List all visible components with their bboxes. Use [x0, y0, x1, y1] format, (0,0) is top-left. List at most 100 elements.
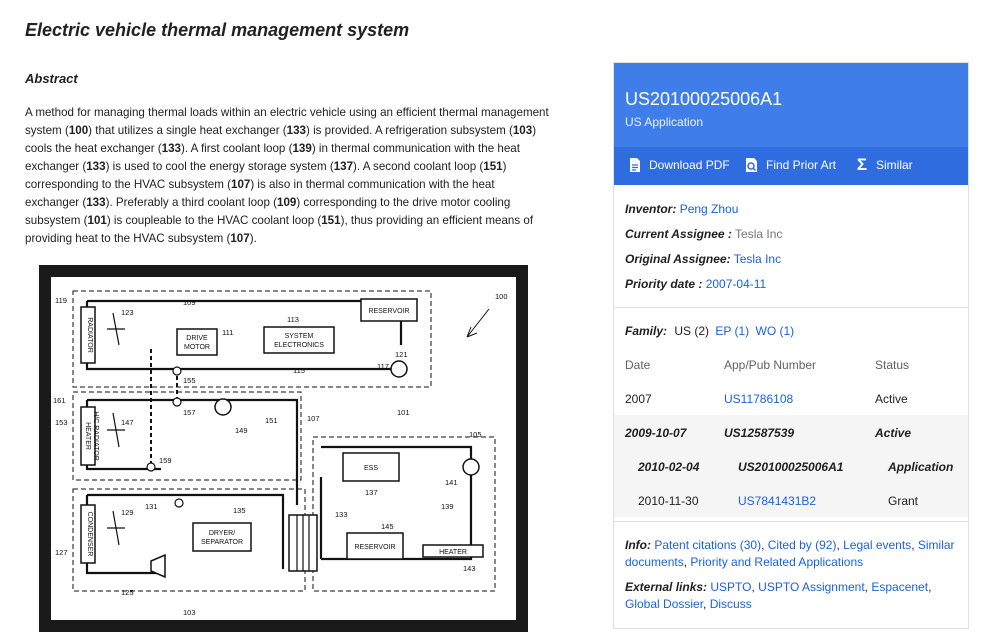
- page-title: Electric vehicle thermal management syst…: [25, 20, 410, 40]
- family-row: Family: US (2) EP (1) WO (1): [625, 323, 794, 339]
- row-number-link[interactable]: US11786108: [724, 392, 794, 406]
- priority-date-link[interactable]: 2007-04-11: [705, 277, 767, 291]
- discuss-link[interactable]: Discuss: [709, 597, 752, 611]
- abstract-ref-number: 151: [483, 160, 503, 173]
- drive-motor: [176, 328, 218, 356]
- patent-citations-link[interactable]: Patent citations (30): [654, 538, 762, 552]
- condenser: [80, 504, 96, 564]
- label-heater: HEATER: [84, 422, 91, 450]
- download-pdf-button[interactable]: Download PDF: [627, 157, 730, 173]
- subsystem-105-box: [312, 436, 496, 592]
- system-electronics: [263, 326, 335, 354]
- family-label: Family:: [625, 324, 668, 338]
- abstract-ref-number: 107: [230, 232, 250, 245]
- ref-141: 141: [445, 478, 458, 487]
- figure-canvas: RADIATOR DRIVE MOTOR SYSTEM ELECTRONICS …: [51, 277, 516, 620]
- pump-149: [214, 398, 232, 416]
- info-label: Info:: [625, 538, 651, 552]
- label-reservoir-top: RESERVOIR: [368, 308, 409, 315]
- reservoir-bottom: [346, 532, 404, 560]
- label-drive: DRIVE: [186, 335, 208, 342]
- espacenet-link[interactable]: Espacenet: [871, 580, 929, 594]
- label-electronics: ELECTRONICS: [274, 342, 324, 349]
- label-radiator: RADIATOR: [86, 317, 93, 353]
- divider: [614, 307, 968, 308]
- inventor-link[interactable]: Peng Zhou: [679, 202, 739, 216]
- cited-by-link[interactable]: Cited by (92): [767, 538, 837, 552]
- global-dossier-link[interactable]: Global Dossier: [625, 597, 704, 611]
- label-dryer: DRYER/: [209, 530, 235, 537]
- row-date: 2010-11-30: [638, 494, 699, 508]
- ref-147: 147: [121, 418, 134, 427]
- ref-157: 157: [183, 408, 196, 417]
- ref-127: 127: [55, 548, 68, 557]
- family-ep-link[interactable]: EP (1): [715, 324, 750, 338]
- abstract-ref-number: 133: [161, 142, 181, 155]
- family-us: US (2): [674, 324, 710, 338]
- priority-date-row: Priority date : 2007-04-11: [625, 276, 766, 292]
- original-assignee-link[interactable]: Tesla Inc: [733, 252, 782, 266]
- row-status: Application: [888, 460, 954, 474]
- ref-155: 155: [183, 376, 196, 385]
- current-assignee-row: Current Assignee : Tesla Inc: [625, 226, 782, 242]
- publication-number: US20100025006A1: [625, 89, 783, 109]
- ref-115: 115: [293, 366, 305, 375]
- abstract-text: A method for managing thermal loads with…: [25, 106, 549, 245]
- patent-info-panel: US20100025006A1 US Application Download …: [613, 62, 969, 629]
- patent-figure[interactable]: RADIATOR DRIVE MOTOR SYSTEM ELECTRONICS …: [39, 265, 528, 632]
- ref-131: 131: [145, 502, 158, 511]
- ref-107: 107: [307, 414, 320, 423]
- inventor-row: Inventor: Peng Zhou: [625, 201, 738, 217]
- family-wo-link[interactable]: WO (1): [755, 324, 795, 338]
- find-prior-art-button[interactable]: Find Prior Art: [744, 157, 836, 173]
- abstract-ref-number: 100: [68, 124, 89, 137]
- abstract-ref-number: 137: [333, 160, 354, 173]
- column-header-status: Status: [875, 358, 910, 372]
- find-prior-art-label: Find Prior Art: [766, 158, 837, 172]
- ref-143: 143: [463, 564, 476, 573]
- label-separator: SEPARATOR: [201, 539, 243, 546]
- heater-hvac-radiator: [80, 406, 96, 466]
- ess: [342, 452, 400, 482]
- sigma-icon: Σ: [856, 155, 868, 174]
- pump-117: [390, 360, 408, 378]
- external-links-label: External links:: [625, 580, 708, 594]
- uspto-assignment-link[interactable]: USPTO Assignment: [758, 580, 865, 594]
- column-header-date: Date: [625, 358, 651, 372]
- uspto-link[interactable]: USPTO: [710, 580, 752, 594]
- ref-121: 121: [395, 350, 408, 359]
- ref-125: 125: [121, 588, 134, 597]
- similar-button[interactable]: Σ Similar: [854, 155, 913, 174]
- heater-bottom: [422, 544, 484, 558]
- panel-header: US20100025006A1 US Application: [614, 63, 968, 147]
- subsystem-101-box: [72, 290, 432, 388]
- publication-type: US Application: [625, 115, 704, 129]
- info-links: Info: Patent citations (30), Cited by (9…: [625, 538, 955, 569]
- ref-135: 135: [233, 506, 246, 515]
- similar-documents-link[interactable]: Similar documents: [625, 538, 955, 569]
- priority-related-link[interactable]: Priority and Related Applications: [690, 555, 864, 569]
- abstract-ref-number: 133: [86, 196, 106, 209]
- priority-date-label: Priority date :: [625, 277, 703, 291]
- row-number-link[interactable]: US7841431B2: [738, 494, 817, 508]
- subsystem-107-box: [72, 391, 302, 481]
- divider: [614, 521, 968, 522]
- ref-117: 117: [377, 362, 389, 371]
- radiator: [80, 306, 96, 364]
- ref-100: 100: [495, 292, 508, 301]
- similar-label: Similar: [876, 158, 913, 172]
- ref-137: 137: [365, 488, 378, 497]
- abstract-ref-number: 101: [87, 214, 107, 227]
- legal-events-link[interactable]: Legal events: [843, 538, 912, 552]
- label-reservoir-bottom: RESERVOIR: [354, 544, 395, 551]
- family-subtable: [614, 415, 968, 517]
- current-assignee-value: Tesla Inc: [735, 227, 783, 241]
- dryer-separator: [192, 522, 252, 552]
- ref-109: 109: [183, 298, 196, 307]
- ref-123: 123: [121, 308, 134, 317]
- ref-119: 119: [55, 296, 67, 305]
- ref-153: 153: [55, 418, 68, 427]
- label-system: SYSTEM: [285, 333, 314, 340]
- abstract-ref-number: 133: [86, 160, 106, 173]
- abstract-ref-number: 139: [292, 142, 312, 155]
